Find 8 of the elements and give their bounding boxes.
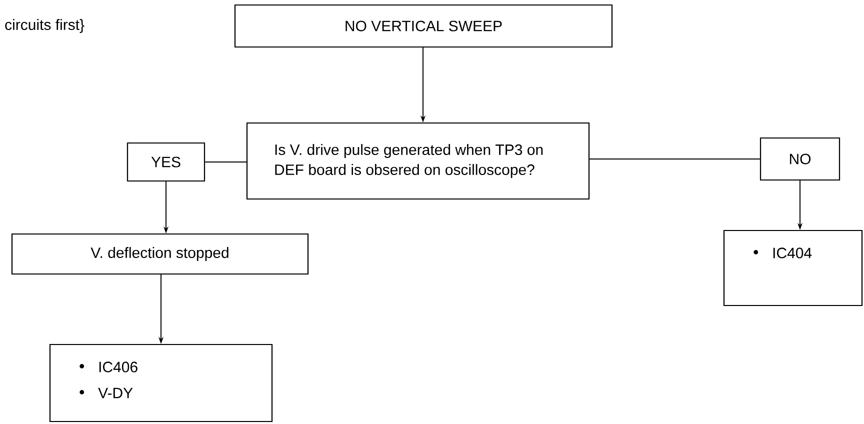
process-box: NO [760, 137, 840, 181]
process-box: NO VERTICAL SWEEP [234, 4, 613, 48]
note-text: circuits first} [5, 19, 84, 33]
process-box: V. deflection stopped [11, 233, 309, 275]
decision-box: Is V. drive pulse generated when TP3 on DEF board is obsered on oscilloscope? [246, 122, 590, 200]
result-box: IC404 [723, 230, 863, 306]
result-box: IC406 V-DY [49, 344, 273, 422]
process-box: YES [126, 142, 206, 182]
